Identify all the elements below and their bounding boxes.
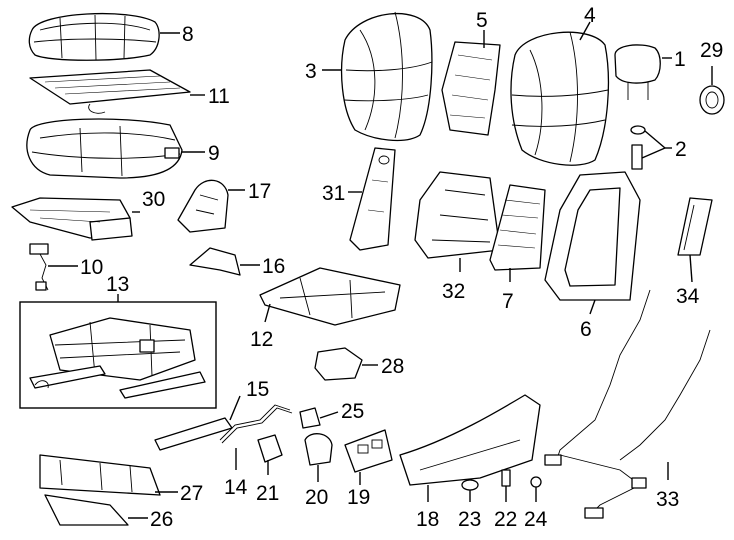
part-21-switch xyxy=(257,434,283,463)
part-31-bracket xyxy=(349,147,396,251)
part-11-cushion-pad xyxy=(29,69,191,114)
part-30-cushion-pan xyxy=(11,197,133,241)
callout-21: 21 xyxy=(256,482,279,505)
part-8-cushion-cover xyxy=(28,12,160,61)
callout-18: 18 xyxy=(416,508,439,531)
callout-14: 14 xyxy=(224,476,248,499)
part-16-small-bracket xyxy=(189,247,241,276)
part-10-harness xyxy=(29,243,49,291)
callout-8: 8 xyxy=(182,23,194,46)
part-32-lumbar xyxy=(414,171,501,259)
callout-32: 32 xyxy=(442,280,465,303)
callout-22: 22 xyxy=(494,508,517,531)
callout-labels: 8 11 9 30 10 13 3 5 4 1 29 2 31 17 16 32… xyxy=(80,4,723,531)
callout-19: 19 xyxy=(347,486,370,509)
callout-10: 10 xyxy=(80,256,103,279)
callout-24: 24 xyxy=(524,508,548,531)
callout-4: 4 xyxy=(584,4,596,27)
callout-23: 23 xyxy=(458,508,481,531)
part-28-bracket xyxy=(314,347,363,381)
part-14-cable xyxy=(219,404,293,444)
part-9-cushion-foam xyxy=(26,118,183,179)
part-1-headrest xyxy=(614,44,661,100)
callout-30: 30 xyxy=(142,188,165,211)
callout-9: 9 xyxy=(208,142,220,165)
part-15-trim-strip xyxy=(154,417,233,451)
callout-7: 7 xyxy=(502,290,514,313)
part-24-clip xyxy=(530,476,542,488)
part-4-back-foam xyxy=(510,31,610,166)
part-18-side-shield xyxy=(399,394,541,486)
part-19-switch-bezel xyxy=(344,429,393,473)
callout-33: 33 xyxy=(656,488,679,511)
callout-11: 11 xyxy=(208,85,230,108)
part-7-spring-mat xyxy=(489,184,546,271)
part-3-seat-back-cover xyxy=(340,11,433,142)
part-26-trim-piece xyxy=(44,494,129,526)
callout-13: 13 xyxy=(106,273,129,296)
callout-28: 28 xyxy=(381,355,404,378)
part-34-side-trim xyxy=(677,197,713,256)
callout-34: 34 xyxy=(676,285,700,308)
part-20-handle xyxy=(304,433,333,466)
callout-12: 12 xyxy=(250,328,273,351)
callout-2: 2 xyxy=(675,138,687,161)
part-5-back-panel xyxy=(441,41,501,136)
part-29-trim-ring xyxy=(699,85,725,115)
callout-3: 3 xyxy=(305,60,317,83)
part-13-track-box xyxy=(19,301,217,409)
part-23-clip xyxy=(461,479,479,491)
part-6-back-frame xyxy=(544,171,641,301)
callout-5: 5 xyxy=(476,9,488,32)
callout-26: 26 xyxy=(150,508,173,531)
callout-1: 1 xyxy=(674,48,686,71)
part-12-cushion-frame xyxy=(259,267,401,326)
part-33-wiring-harness xyxy=(544,289,711,519)
callout-31: 31 xyxy=(322,182,345,205)
callout-17: 17 xyxy=(248,180,271,203)
callout-25: 25 xyxy=(341,400,364,423)
part-27-rear-support xyxy=(39,454,161,496)
part-17-shield xyxy=(177,179,229,233)
part-22-clip xyxy=(501,469,511,487)
callout-27: 27 xyxy=(180,482,203,505)
callout-6: 6 xyxy=(580,318,592,341)
callout-16: 16 xyxy=(262,255,285,278)
callout-15: 15 xyxy=(246,378,269,401)
callout-29: 29 xyxy=(700,39,723,62)
leader-lines xyxy=(48,21,713,519)
part-2-headrest-guides xyxy=(630,125,646,170)
part-25-knob xyxy=(299,407,321,429)
callout-20: 20 xyxy=(305,486,328,509)
